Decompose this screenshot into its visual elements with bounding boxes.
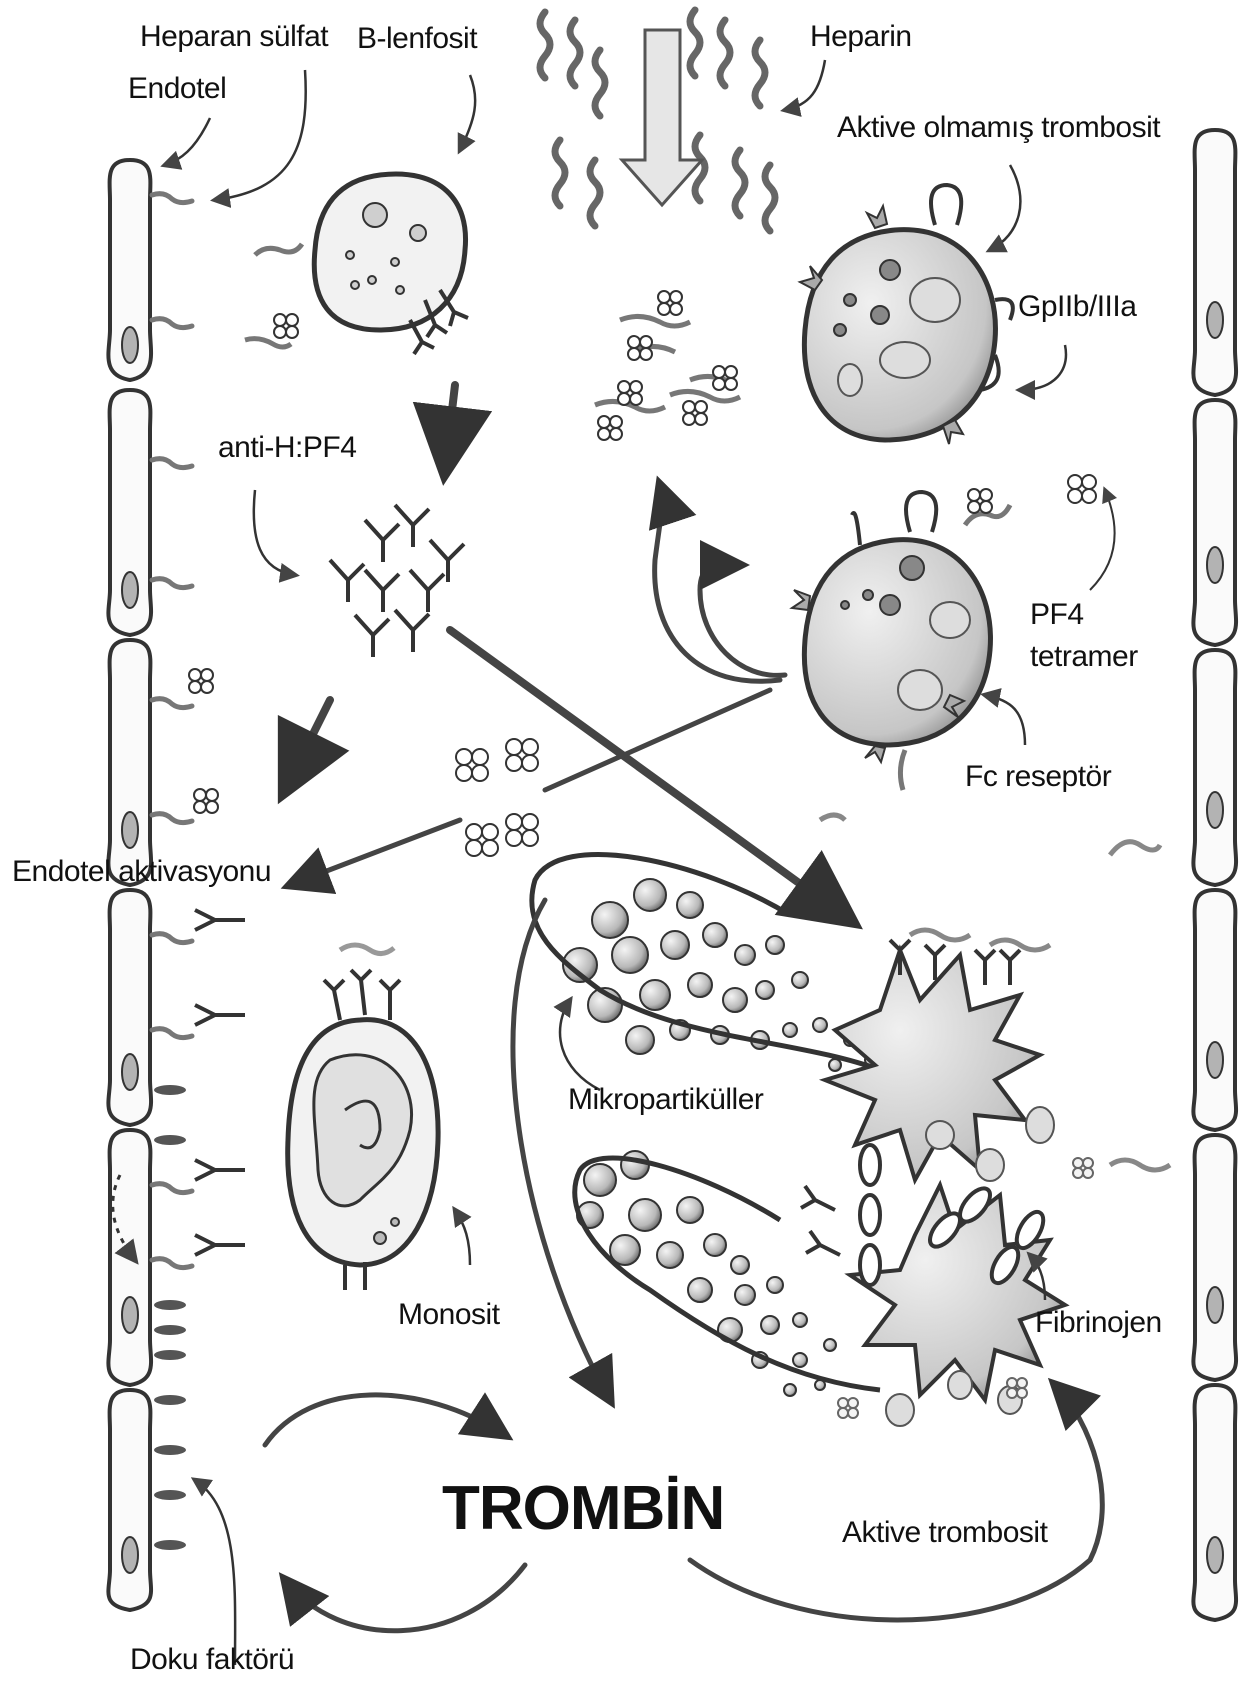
label-doku-faktoru: Doku faktörü xyxy=(130,1645,294,1675)
microparticles xyxy=(563,879,885,1396)
heparan-sulfate-chains xyxy=(152,194,192,1268)
label-fibrinojen: Fibrinojen xyxy=(1035,1308,1162,1338)
label-monosit: Monosit xyxy=(398,1300,500,1330)
inactive-platelet xyxy=(800,185,1013,444)
label-endotel: Endotel xyxy=(128,74,226,104)
pf4-heparin-complexes xyxy=(595,291,740,440)
pf4-tetramer-icon xyxy=(1068,475,1096,503)
label-mikropartikuller: Mikropartiküller xyxy=(568,1085,763,1115)
released-pf4-tetramers xyxy=(456,739,538,856)
label-heparan-sulfat: Heparan sülfat xyxy=(140,22,328,52)
label-b-lenfosit: B-lenfosit xyxy=(357,24,477,54)
main-arrows xyxy=(285,385,850,920)
label-pf4: PF4 xyxy=(1030,600,1084,630)
pf4-release-arrow xyxy=(1090,490,1115,590)
label-trombin: TROMBİN xyxy=(442,1478,724,1540)
label-heparin: Heparin xyxy=(810,22,912,52)
monocyte xyxy=(288,945,438,1290)
b-lymphocyte xyxy=(314,174,468,354)
right-endothelium xyxy=(1193,130,1236,1620)
label-gpiib-iiia: GpIIb/IIIa xyxy=(1018,292,1136,322)
tissue-factor-spikes xyxy=(154,1085,186,1550)
label-aktive-trombosit: Aktive trombosit xyxy=(842,1518,1047,1548)
anti-h-pf4-antibodies xyxy=(330,505,464,657)
platelet-binding-complexes xyxy=(792,489,1010,790)
free-pf4-complexes-left xyxy=(189,244,302,813)
label-fc-reseptor: Fc reseptör xyxy=(965,762,1111,792)
label-tetramer: tetramer xyxy=(1030,642,1138,672)
label-anti-h-pf4: anti-H:PF4 xyxy=(218,433,356,463)
label-endotel-aktivasyonu: Endotel aktivasyonu xyxy=(12,857,271,887)
endothelium-bound-antibodies xyxy=(195,910,245,1255)
label-aktive-olmamis-trombosit: Aktive olmamış trombosit xyxy=(837,113,1160,143)
